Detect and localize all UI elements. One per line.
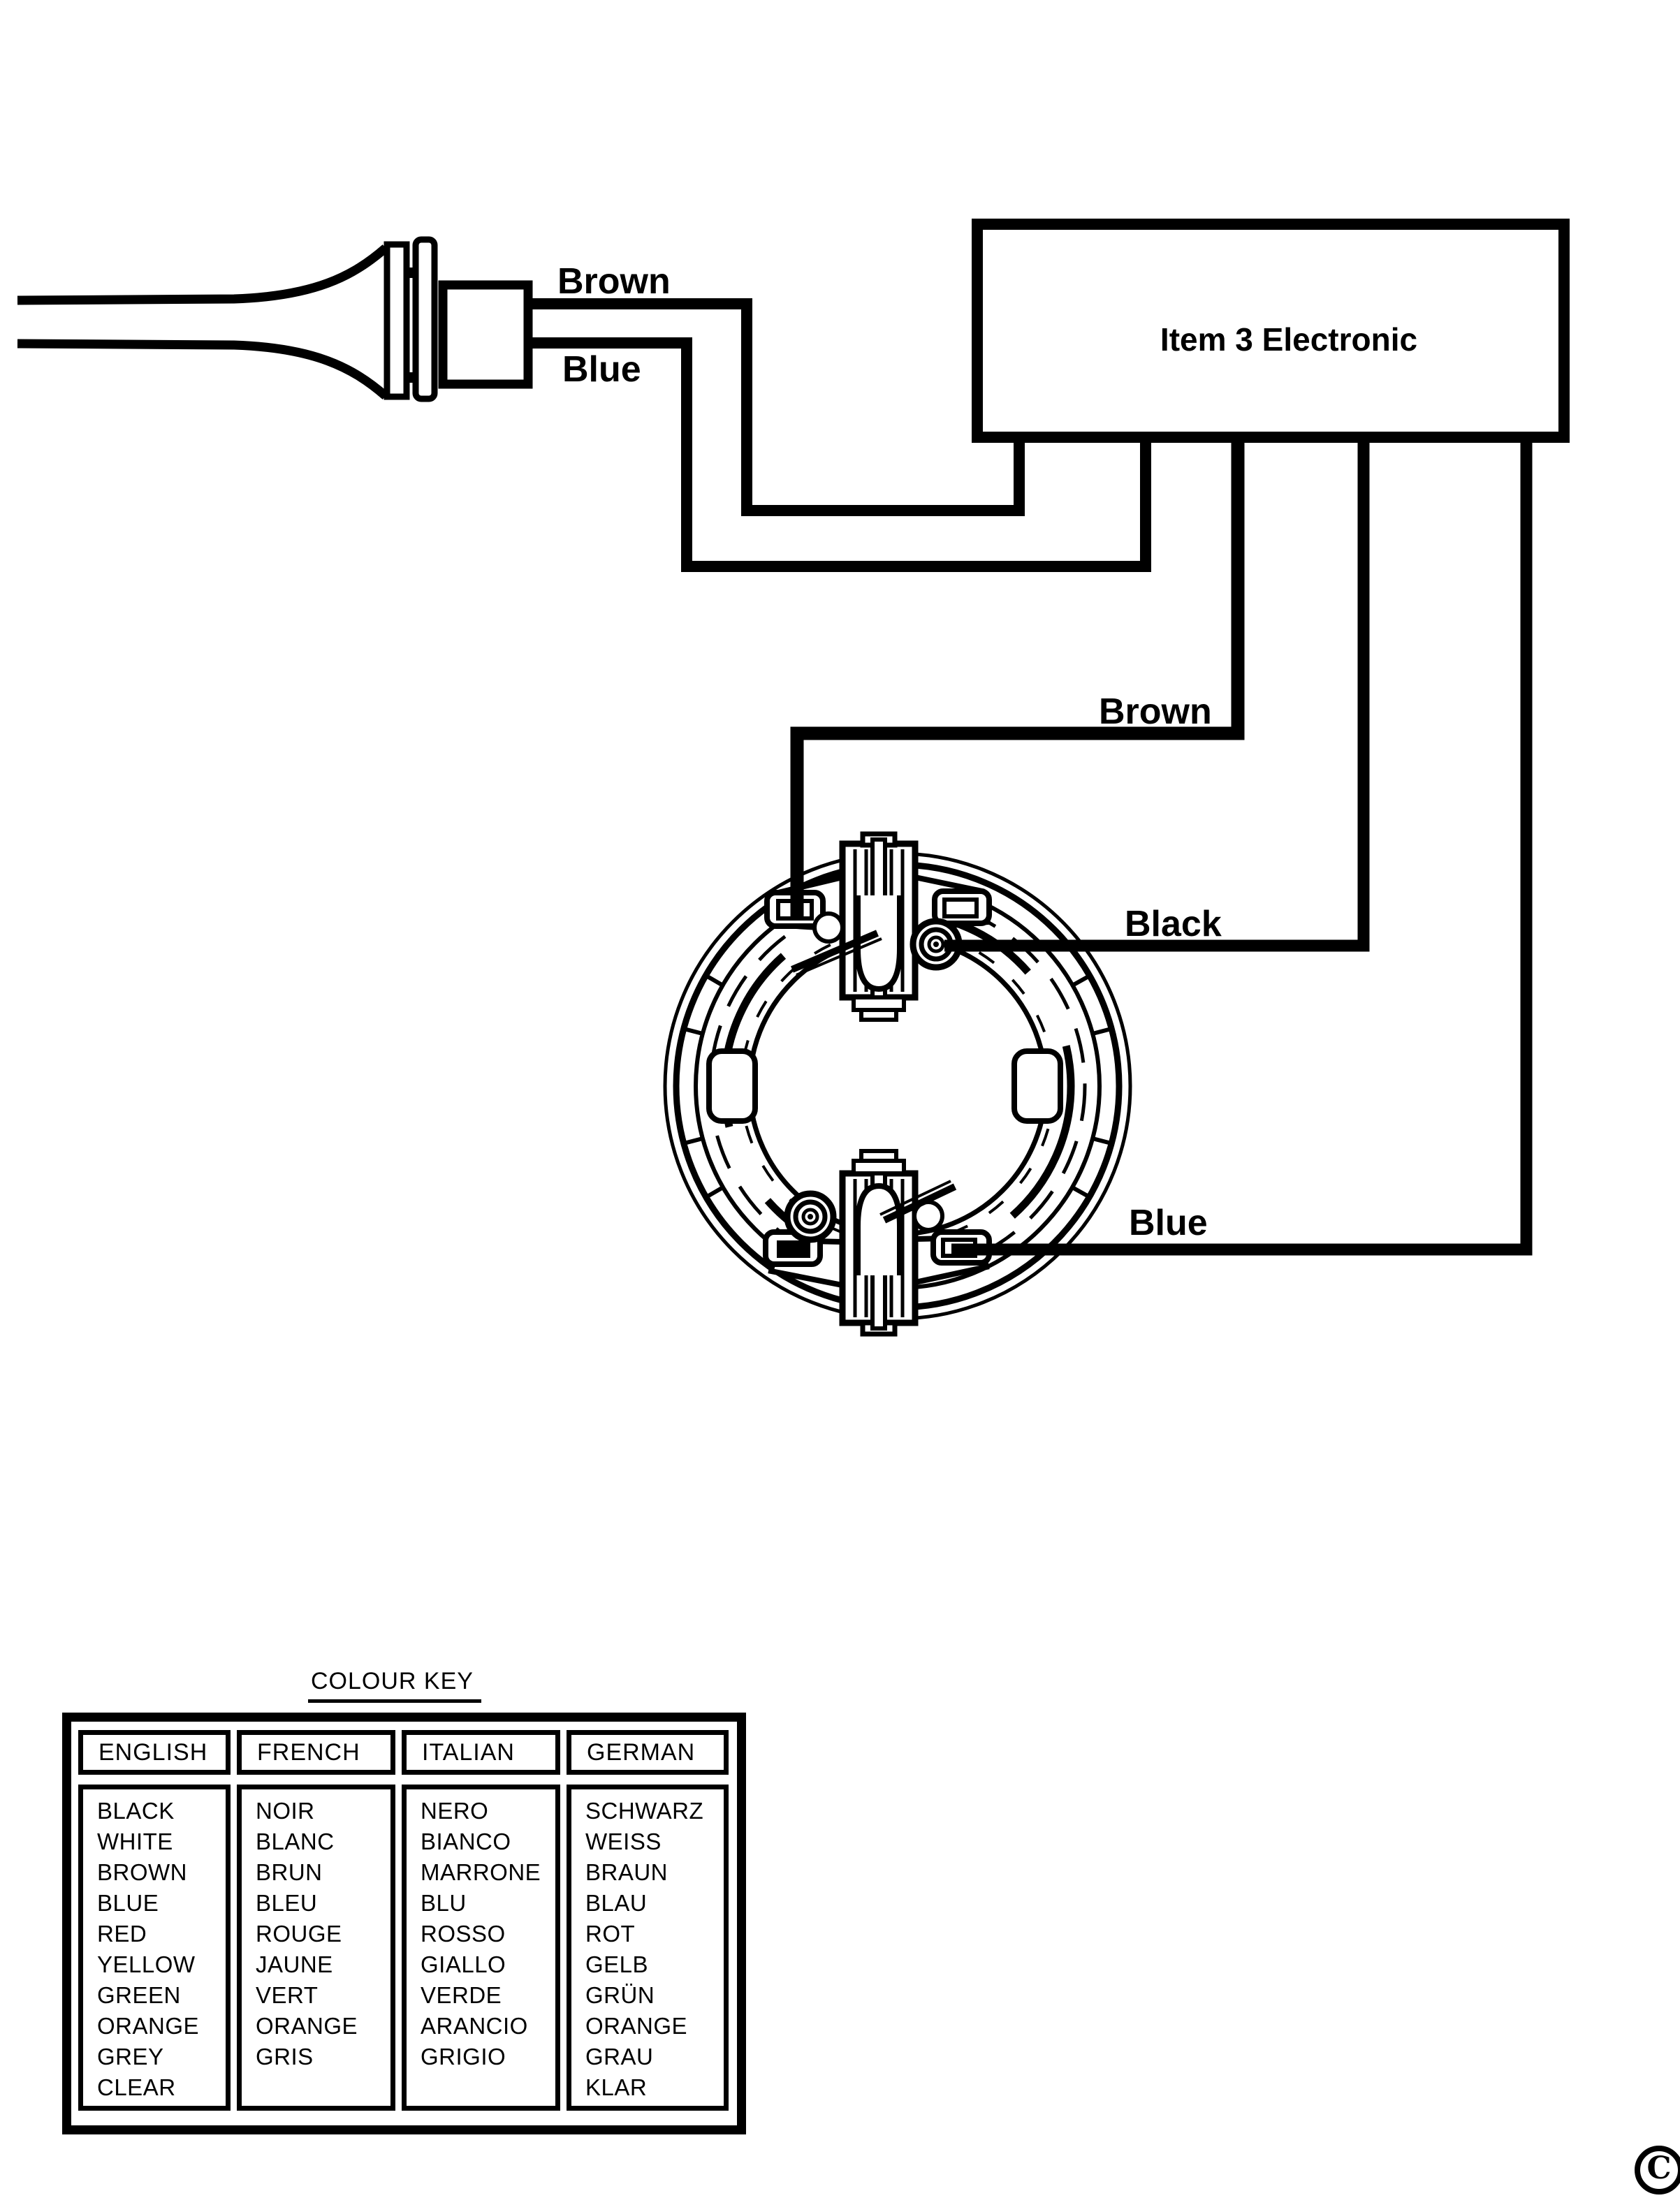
colour-cell: VERDE: [421, 1982, 502, 2008]
colour-cell: NERO: [421, 1798, 489, 1824]
colour-cell: WEISS: [585, 1829, 662, 1854]
column-body: NERO BIANCO MARRONE BLU ROSSO GIALLO VER…: [402, 1785, 560, 2111]
horn-driver-housing: [438, 280, 533, 389]
colour-key-column-french: FRENCH NOIR BLANC BRUN BLEU ROUGE JAUNE …: [237, 1730, 395, 2125]
column-header: FRENCH: [237, 1730, 395, 1775]
horn-symbol: [17, 236, 533, 402]
horn-plate-link-bottom: [405, 372, 417, 383]
column-body: SCHWARZ WEISS BRAUN BLAU ROT GELB GRÜN O…: [567, 1785, 729, 2111]
colour-key-column-english: ENGLISH BLACK WHITE BROWN BLUE RED YELLO…: [78, 1730, 231, 2125]
brush-holder-top: [764, 831, 992, 1022]
label-stator-brown: Brown: [1099, 691, 1212, 732]
colour-cell: NOIR: [256, 1798, 315, 1824]
colour-cell: GELB: [585, 1951, 649, 1977]
wire-horn-brown: [528, 298, 1025, 516]
colour-cell: VERT: [256, 1982, 319, 2008]
pivot-top: [812, 911, 845, 944]
colour-cell: SCHWARZ: [585, 1798, 704, 1824]
colour-cell: BRAUN: [585, 1859, 669, 1885]
stator-pole-right: [1011, 1048, 1063, 1124]
colour-cell: BLEU: [256, 1890, 318, 1916]
colour-cell: BLACK: [97, 1798, 175, 1824]
brush-spring-loop-top: [855, 895, 903, 992]
spring-rod-bottom: [882, 1183, 957, 1224]
brush-spring-loop-bottom: [855, 1182, 903, 1275]
brush-block-bottom-base2: [859, 1149, 898, 1163]
colour-key-table: ENGLISH BLACK WHITE BROWN BLUE RED YELLO…: [62, 1713, 746, 2134]
column-header: ITALIAN: [402, 1730, 560, 1775]
column-body: BLACK WHITE BROWN BLUE RED YELLOW GREEN …: [78, 1785, 231, 2111]
column-header: GERMAN: [567, 1730, 729, 1775]
colour-cell: ROUGE: [256, 1921, 342, 1947]
stator-assembly: [663, 831, 1132, 1337]
stator-rim-dividers: [683, 974, 1112, 1199]
electronic-box-label: Item 3 Electronic: [1160, 321, 1417, 358]
horn-bell-top-line: [17, 244, 389, 305]
bearing-top-right: [910, 918, 963, 971]
wire-labels: Brown Blue Brown Black Blue: [557, 261, 1222, 1243]
colour-cell: BLAU: [585, 1890, 648, 1916]
colour-cell: YELLOW: [97, 1951, 196, 1977]
wire-stator-blue: [951, 437, 1533, 1256]
colour-cell: ARANCIO: [421, 2013, 528, 2039]
colour-key-column-german: GERMAN SCHWARZ WEISS BRAUN BLAU ROT GELB…: [567, 1730, 729, 2125]
colour-cell: KLAR: [585, 2074, 648, 2100]
colour-cell: BIANCO: [421, 1829, 511, 1854]
colour-key-column-italian: ITALIAN NERO BIANCO MARRONE BLU ROSSO GI…: [402, 1730, 560, 2125]
wire-horn-blue: [528, 337, 1151, 572]
wire-stator-black: [944, 437, 1370, 952]
colour-cell: BLANC: [256, 1829, 335, 1854]
bearing-bottom-left: [784, 1190, 837, 1243]
colour-cell: ORANGE: [256, 2013, 358, 2039]
label-stator-blue: Blue: [1129, 1203, 1208, 1243]
brush-holder-bottom: [763, 1149, 992, 1337]
horn-plate-link-top: [405, 268, 417, 278]
colour-cell: BLU: [421, 1890, 467, 1916]
colour-cell: GIALLO: [421, 1951, 506, 1977]
label-stator-black: Black: [1125, 904, 1222, 944]
colour-cell: BLUE: [97, 1890, 159, 1916]
colour-cell: GRIS: [256, 2044, 314, 2069]
colour-cell: GRAU: [585, 2044, 654, 2069]
colour-cell: GRÜN: [585, 1982, 655, 2008]
wires: [528, 298, 1533, 1256]
horn-mount-plate: [412, 236, 438, 402]
colour-key-title: COLOUR KEY: [308, 1668, 481, 1703]
horn-bell-rim: [384, 241, 410, 400]
colour-cell: GRIGIO: [421, 2044, 506, 2069]
copyright-icon: C: [1635, 2146, 1680, 2195]
electronic-box: Item 3 Electronic: [972, 219, 1570, 443]
brush-block-top-base2: [859, 1008, 898, 1022]
spring-rod-top: [791, 930, 879, 973]
wire-stator-brown: [790, 437, 1245, 918]
colour-cell: CLEAR: [97, 2074, 176, 2100]
colour-cell: ROT: [585, 1921, 636, 1947]
electronic-box-outline: [972, 219, 1570, 443]
colour-cell: ORANGE: [585, 2013, 688, 2039]
terminal-tab-bottom-left-inner: [777, 1240, 810, 1258]
spring-rod-bottom-thin: [879, 1180, 951, 1216]
colour-cell: BRUN: [256, 1859, 323, 1885]
terminal-tab-top-right-inner: [942, 897, 979, 918]
copyright-letter: C: [1646, 2151, 1672, 2186]
spring-rod-top-thin: [796, 937, 882, 976]
colour-cell: BROWN: [97, 1859, 187, 1885]
horn-bell-bottom-line: [17, 339, 389, 400]
colour-cell: JAUNE: [256, 1951, 333, 1977]
colour-cell: WHITE: [97, 1829, 173, 1854]
stator-pole-left: [706, 1048, 758, 1124]
colour-cell: ROSSO: [421, 1921, 506, 1947]
colour-cell: RED: [97, 1921, 147, 1947]
label-horn-blue: Blue: [562, 349, 641, 390]
colour-cell: GREY: [97, 2044, 164, 2069]
colour-cell: ORANGE: [97, 2013, 200, 2039]
column-body: NOIR BLANC BRUN BLEU ROUGE JAUNE VERT OR…: [237, 1785, 395, 2111]
colour-cell: MARRONE: [421, 1859, 541, 1885]
label-horn-brown: Brown: [557, 261, 671, 302]
column-header: ENGLISH: [78, 1730, 231, 1775]
colour-cell: GREEN: [97, 1982, 181, 2008]
